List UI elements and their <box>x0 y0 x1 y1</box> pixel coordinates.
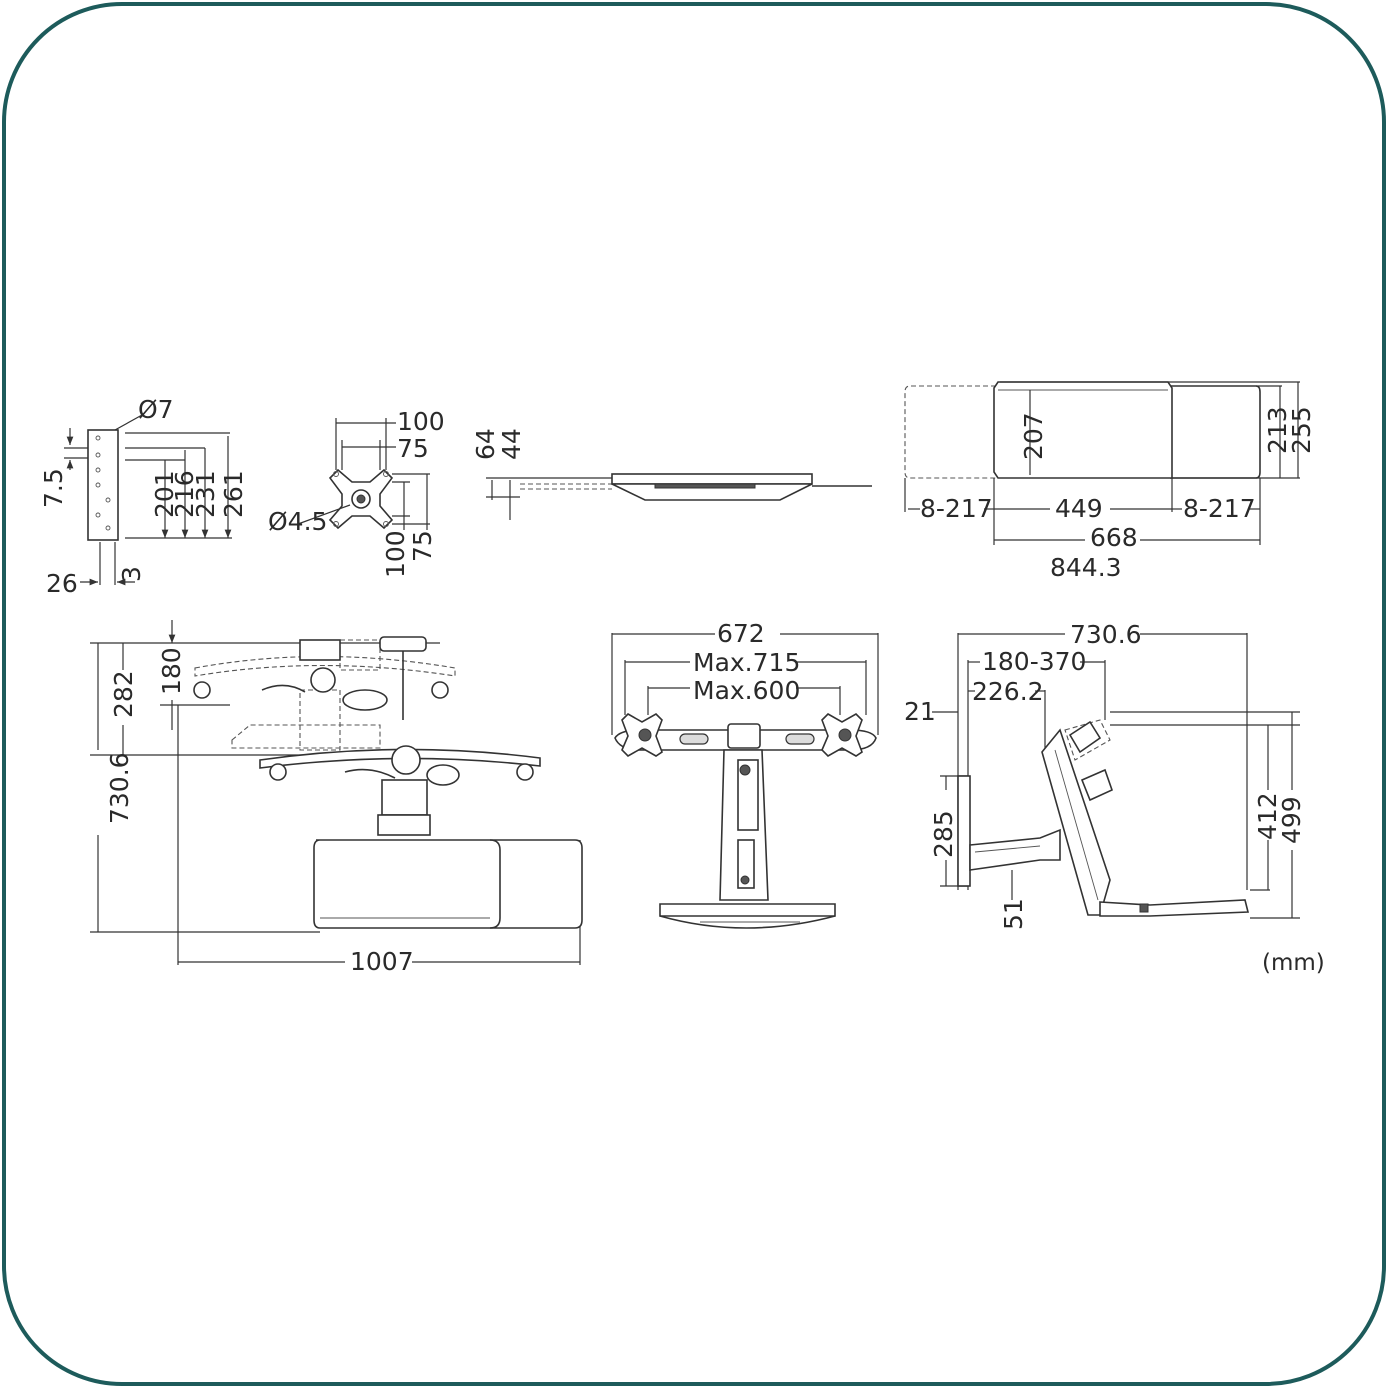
tray-main <box>993 381 1173 479</box>
front-view: 672 Max.715 Max.600 <box>611 619 879 929</box>
tray-ext-left <box>904 385 996 479</box>
upper-knobs <box>193 667 449 711</box>
tray-ext-right <box>1170 385 1261 479</box>
tray-dim-44: 44 <box>497 428 526 460</box>
profile-dim-51: 51 <box>999 898 1028 930</box>
profile-tray <box>1099 899 1250 917</box>
side-dim-1007: 1007 <box>350 947 414 976</box>
tray-dim-left-ext: 8-217 <box>920 494 993 523</box>
tray-dim-449: 449 <box>1055 494 1103 523</box>
side-dim-730-6: 730.6 <box>105 752 134 824</box>
tray-dim-right-ext: 8-217 <box>1183 494 1256 523</box>
vesa-head-left <box>621 713 663 757</box>
vesa-dim-75-right: 75 <box>408 530 437 562</box>
front-dim-max-715: Max.715 <box>693 648 800 677</box>
bracket-plate-view: Ø7 7.5 201 216 231 261 26 3 <box>39 395 248 598</box>
bracket-dim-7-5: 7.5 <box>39 468 68 508</box>
profile-dim-21: 21 <box>904 697 936 726</box>
tray-side-top <box>611 473 813 485</box>
tray-side-view: 64 44 <box>471 428 872 520</box>
vesa-dim-75-top: 75 <box>397 434 429 463</box>
side-assembly-view: 730.6 282 180 1007 <box>90 620 583 976</box>
tray-dim-255: 255 <box>1287 406 1316 454</box>
lower-arm <box>259 748 541 769</box>
vesa-hole-label: Ø4.5 <box>268 507 327 536</box>
vesa-dim-100-top: 100 <box>397 407 445 436</box>
bracket-dim-3: 3 <box>117 566 146 582</box>
unit-label: (mm) <box>1262 950 1325 976</box>
bracket-dim-26: 26 <box>46 569 78 598</box>
front-dim-max-600: Max.600 <box>693 676 800 705</box>
front-base <box>659 903 836 917</box>
keyboard-tray <box>313 839 583 929</box>
vesa-plate-view: 100 75 100 75 Ø4.5 <box>268 407 445 578</box>
front-dim-672: 672 <box>717 619 765 648</box>
vesa-head-right <box>821 713 863 757</box>
tray-top-view: 207 213 255 8-217 449 8-217 668 844.3 <box>904 381 1316 582</box>
profile-dim-499: 499 <box>1277 796 1306 844</box>
side-dim-180: 180 <box>157 647 186 695</box>
profile-dim-412: 412 <box>1253 792 1282 840</box>
tray-dim-213: 213 <box>1263 406 1292 454</box>
profile-arm <box>969 828 1061 871</box>
profile-dim-226-2: 226.2 <box>972 677 1044 706</box>
profile-dim-730-6: 730.6 <box>1070 620 1142 649</box>
profile-dim-180-370: 180-370 <box>982 647 1086 676</box>
bracket-dim-231: 231 <box>191 470 220 518</box>
profile-view: 730.6 180-370 226.2 21 285 51 412 499 <box>904 620 1306 930</box>
bracket-dim-201: 201 <box>150 470 179 518</box>
vesa-plate <box>328 468 394 530</box>
tray-dim-207: 207 <box>1019 412 1048 460</box>
bracket-hole-label: Ø7 <box>138 395 174 424</box>
profile-wall-plate <box>957 775 971 887</box>
bracket-dim-261: 261 <box>219 470 248 518</box>
tray-dim-64: 64 <box>471 428 500 460</box>
side-dim-282: 282 <box>109 670 138 718</box>
bracket-plate <box>87 429 119 541</box>
tray-dim-668: 668 <box>1090 523 1138 552</box>
tray-dim-844-3: 844.3 <box>1050 553 1122 582</box>
vesa-dim-100-right: 100 <box>381 530 410 578</box>
front-column <box>719 749 769 901</box>
bracket-dim-216: 216 <box>170 470 199 518</box>
profile-dim-285: 285 <box>929 810 958 858</box>
